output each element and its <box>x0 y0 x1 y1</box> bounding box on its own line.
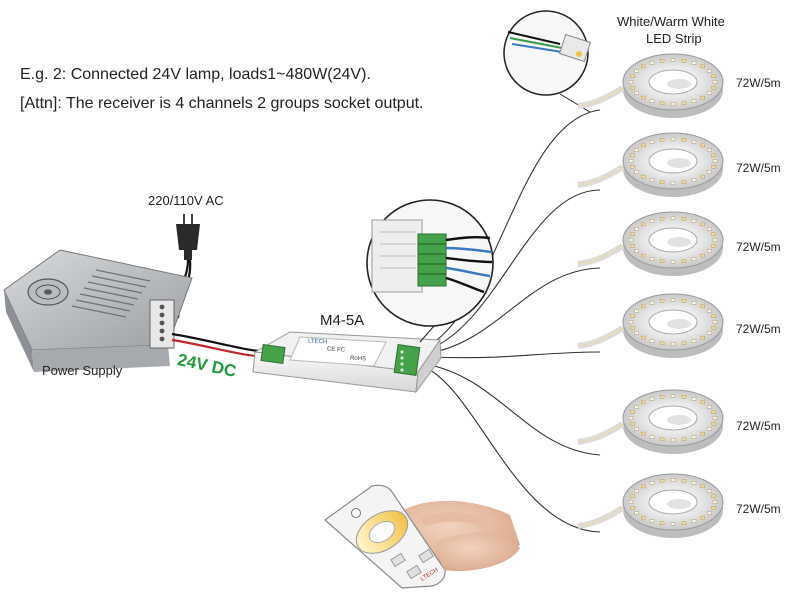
led-strip-reel-6 <box>577 473 724 538</box>
controller-model-label: M4-5A <box>320 312 365 329</box>
strip-5-wattage: 72W/5m <box>736 419 781 433</box>
strip-2-wattage: 72W/5m <box>736 161 781 175</box>
strip-6-wattage: 72W/5m <box>736 502 781 516</box>
strip-3-wattage: 72W/5m <box>736 240 781 254</box>
strip-title-line-1: White/Warm White <box>617 14 725 29</box>
wire-strip-4 <box>429 351 601 359</box>
strip-connector-inset <box>503 10 592 96</box>
terminal-zoom-inset <box>366 199 494 327</box>
power-supply-unit <box>3 249 193 372</box>
led-strip-reel-3 <box>577 211 724 276</box>
wire-strip-6 <box>429 369 601 533</box>
led-strip-reels <box>577 53 724 538</box>
led-strip-reel-4 <box>577 293 724 358</box>
led-strip-reel-2 <box>577 132 724 197</box>
wire-strip-5 <box>429 364 601 456</box>
remote-power-button <box>351 508 361 518</box>
wire-strip-3 <box>429 267 601 354</box>
controller-m4-5a <box>252 331 442 394</box>
power-supply-label: Power Supply <box>42 363 123 378</box>
controller-brand: LTECH <box>307 338 328 346</box>
strip-title-line-2: LED Strip <box>646 31 702 46</box>
headline-line-2: [Attn]: The receiver is 4 channels 2 gro… <box>20 95 424 112</box>
led-strip-reel-5 <box>577 389 724 454</box>
controller-rohs: RoHS <box>349 355 367 363</box>
ac-input-label: 220/110V AC <box>148 193 224 208</box>
strip-4-wattage: 72W/5m <box>736 322 781 336</box>
output-wires <box>429 109 601 533</box>
headline-line-1: E.g. 2: Connected 24V lamp, loads1~480W(… <box>20 66 371 83</box>
remote-control-in-hand <box>324 484 520 589</box>
strip-1-wattage: 72W/5m <box>736 76 781 90</box>
led-strip-reel-1 <box>577 53 724 118</box>
controller-cert: CE FC <box>326 346 346 354</box>
wire-strip-2 <box>429 189 601 350</box>
